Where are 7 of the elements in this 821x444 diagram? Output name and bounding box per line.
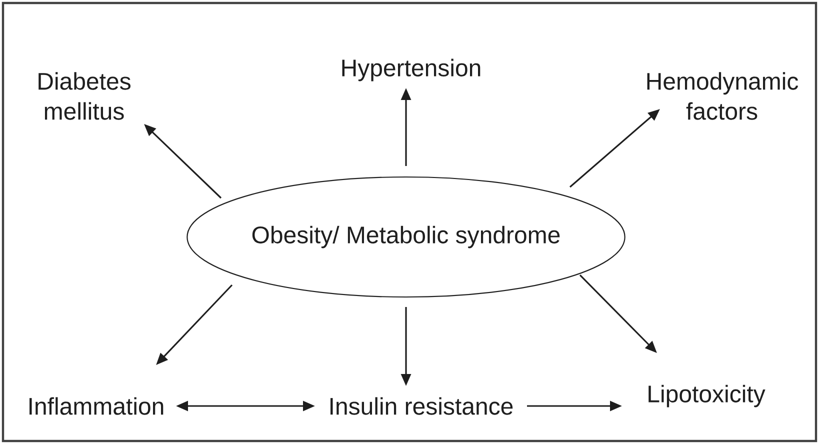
ellipse-node: Obesity/ Metabolic syndrome xyxy=(186,176,626,298)
text-label: Hypertension xyxy=(342,58,480,82)
text-label: Diabetes mellitus xyxy=(38,72,130,120)
text-label: Insulin resistance xyxy=(330,397,513,415)
text-label: Lipotoxicity xyxy=(648,384,766,408)
text-label: Hemodynamic factors xyxy=(647,72,798,120)
text-label: Inflammation xyxy=(30,397,164,415)
